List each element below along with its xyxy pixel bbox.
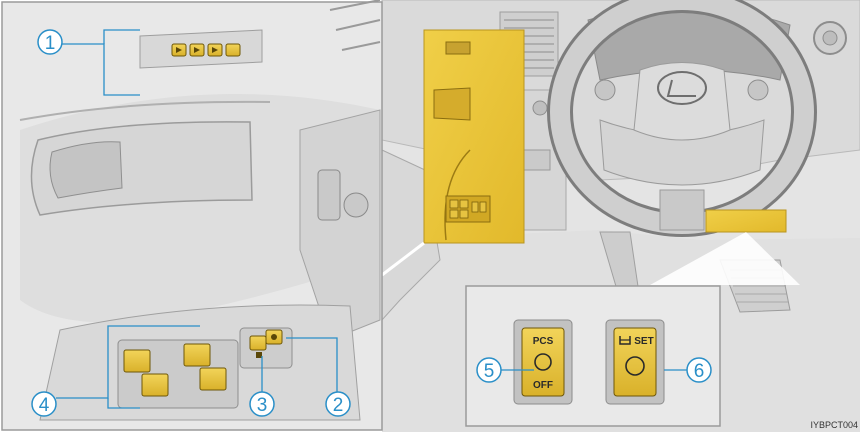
callout-5: 5: [477, 358, 501, 382]
svg-text:1: 1: [45, 33, 56, 54]
svg-text:2: 2: [333, 395, 344, 416]
callout-2: 2: [326, 392, 350, 416]
figure-code: IYBPCT004: [810, 420, 858, 430]
set-label: SET: [634, 336, 653, 347]
door-detail-view: [2, 0, 382, 430]
button-location-highlight: [706, 210, 786, 232]
svg-text:3: 3: [257, 395, 268, 416]
pcs-bottom-label: OFF: [533, 380, 553, 391]
svg-text:4: 4: [39, 395, 50, 416]
callout-6: 6: [687, 358, 711, 382]
steering-heater-button: SET: [606, 320, 664, 404]
door-handle: [31, 122, 252, 215]
window-switches: [118, 340, 238, 408]
pcs-off-button: PCS OFF: [514, 320, 572, 404]
pcs-top-label: PCS: [533, 336, 554, 347]
door-panel-highlight: [424, 30, 524, 243]
callout-4: 4: [32, 392, 56, 416]
mirror-switch-plate: [140, 30, 262, 68]
lock-switches: [240, 328, 292, 368]
svg-text:6: 6: [694, 361, 705, 382]
callout-1: 1: [38, 30, 62, 54]
button-inset: PCS OFF SET: [466, 286, 720, 426]
svg-text:5: 5: [484, 361, 495, 382]
callout-3: 3: [250, 392, 274, 416]
